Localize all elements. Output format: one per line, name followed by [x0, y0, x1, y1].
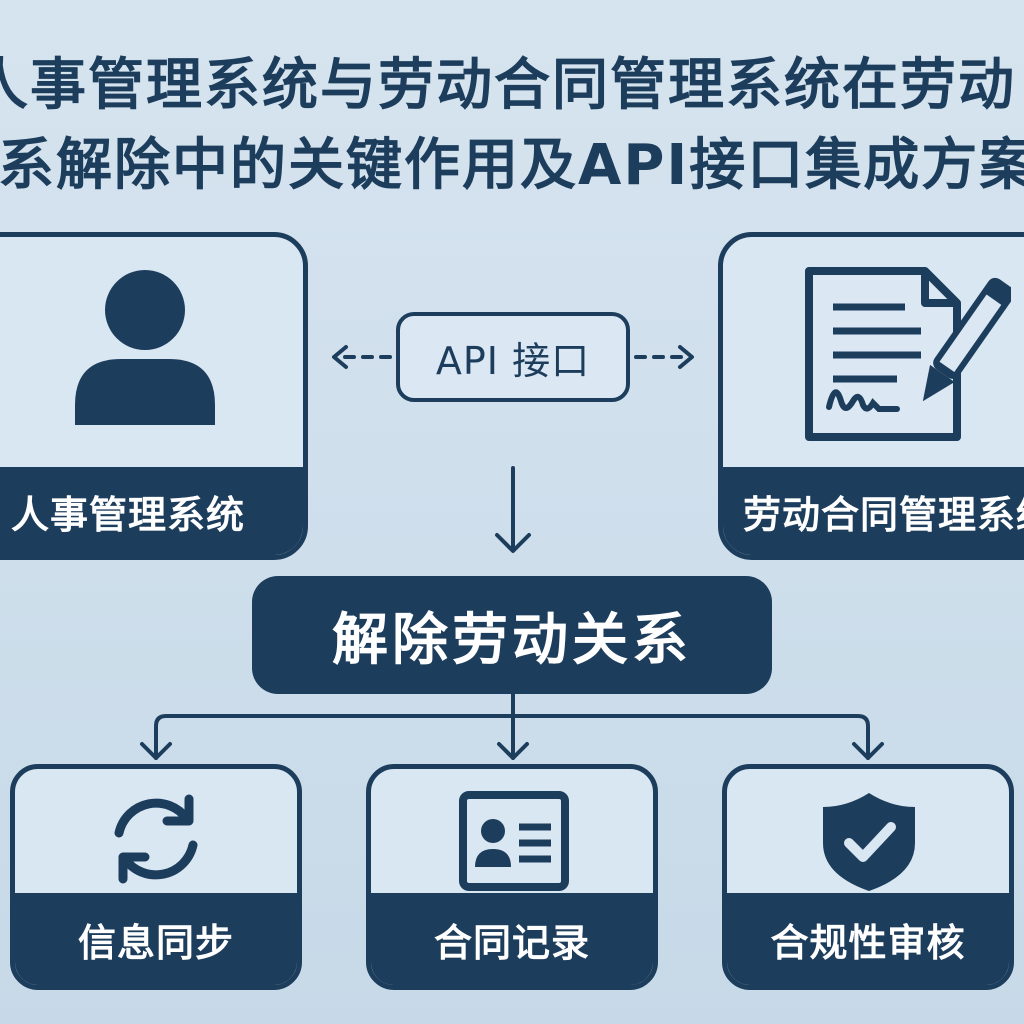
outcome-label-compliance: 合规性审核: [727, 893, 1009, 985]
outcome-card-contract-record: 合同记录: [366, 764, 658, 990]
sync-icon: [114, 794, 198, 884]
hr-system-label: 人事管理系统: [0, 467, 303, 555]
outcome-card-sync: 信息同步: [10, 764, 302, 990]
contract-signing-icon: [805, 267, 1011, 441]
api-interface-label: API 接口: [435, 338, 591, 383]
contract-system-label: 劳动合同管理系统: [723, 467, 1024, 555]
contract-system-panel: 劳动合同管理系统: [718, 232, 1024, 560]
outcome-label-contract-record: 合同记录: [371, 893, 653, 985]
api-interface-box: API 接口: [396, 312, 630, 402]
page-title-line-1: 人事管理系统与劳动合同管理系统在劳动: [0, 53, 1016, 118]
shield-check-icon: [823, 793, 915, 891]
outcome-card-compliance: 合规性审核: [722, 764, 1014, 990]
page-title-line-2: 系解除中的关键作用及API接口集成方案: [0, 133, 1024, 198]
terminate-employment-label: 解除劳动关系: [332, 607, 692, 673]
hr-system-panel: 人事管理系统: [0, 232, 308, 560]
id-card-icon: [459, 791, 569, 891]
person-icon: [75, 270, 215, 425]
terminate-employment-box: 解除劳动关系: [252, 576, 772, 694]
outcome-label-sync: 信息同步: [15, 893, 297, 985]
